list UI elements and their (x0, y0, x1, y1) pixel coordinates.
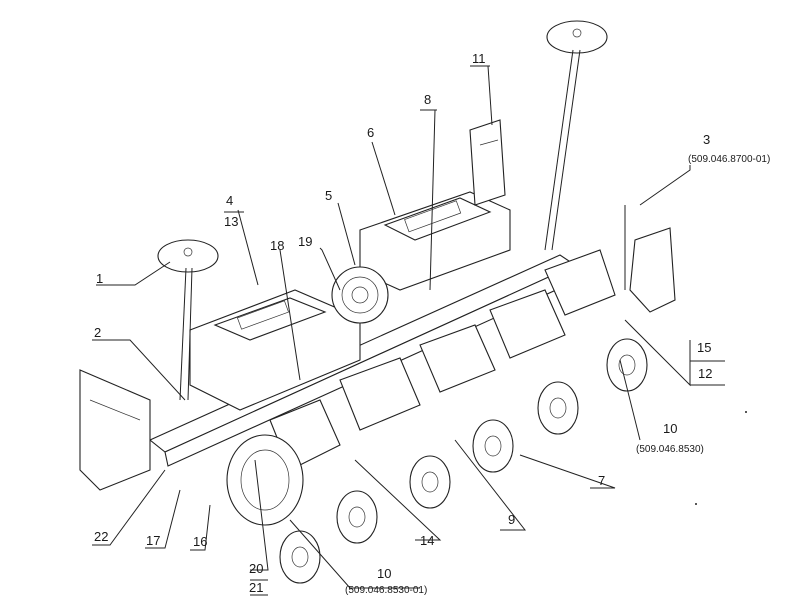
label-20: 20 (249, 561, 263, 576)
leader-lines (92, 65, 725, 596)
label-18: 18 (270, 238, 284, 253)
hopper-left (189, 289, 361, 411)
label-3-code: (509.046.8700-01) (688, 154, 770, 165)
label-16: 16 (193, 534, 207, 549)
label-1: 1 (96, 271, 103, 286)
label-22: 22 (94, 529, 108, 544)
hitch-left (79, 369, 151, 491)
label-10b-code: (509.046.8530-01) (345, 585, 427, 596)
label-21: 21 (249, 580, 263, 595)
label-10a: 10 (663, 421, 677, 436)
label-11: 11 (472, 51, 486, 66)
label-14: 14 (420, 533, 434, 548)
section-3 (419, 324, 579, 435)
label-15: 15 (697, 340, 711, 355)
label-4: 4 (226, 193, 233, 208)
label-13: 13 (224, 214, 238, 229)
speck (745, 411, 747, 413)
label-10b: 10 (377, 566, 391, 581)
hitch-right (624, 205, 676, 313)
marker-right (544, 20, 608, 251)
section-4 (489, 249, 648, 392)
label-12: 12 (698, 366, 712, 381)
label-19: 19 (298, 234, 312, 249)
label-6: 6 (367, 125, 374, 140)
label-3: 3 (703, 132, 710, 147)
label-17: 17 (146, 533, 160, 548)
marker-left (157, 239, 219, 401)
label-9: 9 (508, 512, 515, 527)
label-8: 8 (424, 92, 431, 107)
label-7: 7 (598, 473, 605, 488)
section-2 (339, 357, 514, 509)
bracket-11 (469, 119, 506, 206)
drive-wheel (226, 434, 304, 526)
speck (695, 503, 697, 505)
label-2: 2 (94, 325, 101, 340)
label-10a-code: (509.046.8530) (636, 444, 704, 455)
fan-unit (331, 266, 389, 324)
label-5: 5 (325, 188, 332, 203)
hopper-right (359, 191, 511, 291)
